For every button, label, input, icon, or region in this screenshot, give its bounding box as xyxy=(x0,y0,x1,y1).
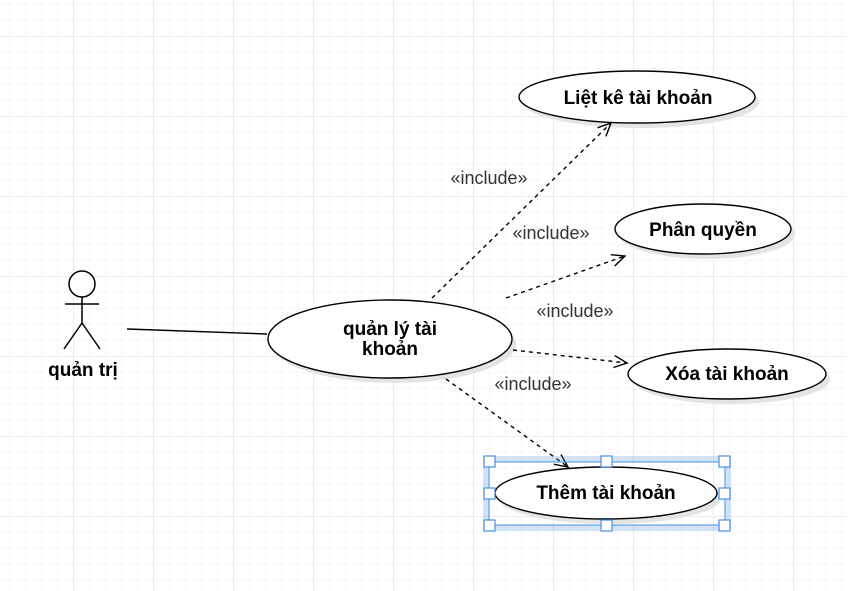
resize-handle-nw[interactable] xyxy=(483,455,496,468)
use-case-label: Liệt kê tài khoản xyxy=(564,88,713,109)
actor-head xyxy=(68,270,96,298)
resize-handle-sw[interactable] xyxy=(483,519,496,532)
use-case-ellipse xyxy=(267,299,513,379)
include-relation-delete[interactable]: «include» xyxy=(512,301,629,369)
include-relation-list[interactable]: «include» xyxy=(431,121,613,299)
resize-handle-se[interactable] xyxy=(718,519,731,532)
use-case-label-line2: khoản xyxy=(362,339,418,360)
dashed-arrow xyxy=(445,378,570,468)
use-case-permissions[interactable]: Phân quyền xyxy=(614,203,795,259)
resize-handle-e[interactable] xyxy=(718,487,731,500)
resize-handle-s[interactable] xyxy=(600,519,613,532)
dashed-arrow xyxy=(505,253,627,299)
dashed-arrow xyxy=(431,121,613,299)
association-line[interactable] xyxy=(126,328,268,335)
use-case-delete-account[interactable]: Xóa tài khoản xyxy=(627,348,830,404)
use-case-label: Thêm tài khoản xyxy=(536,483,675,504)
include-label: «include» xyxy=(450,168,527,188)
use-case-label: Xóa tài khoản xyxy=(665,364,789,385)
resize-handle-ne[interactable] xyxy=(718,455,731,468)
include-label: «include» xyxy=(536,301,613,321)
resize-handles[interactable] xyxy=(483,455,731,532)
resize-handle-w[interactable] xyxy=(483,487,496,500)
use-case-label-line1: quản lý tài xyxy=(343,319,437,340)
use-case-manage-accounts[interactable]: quản lý tài khoản xyxy=(267,299,516,383)
use-case-ellipse xyxy=(518,70,756,124)
dashed-arrow xyxy=(512,349,629,369)
include-relation-permissions[interactable]: «include» xyxy=(505,223,627,299)
use-case-ellipse xyxy=(627,348,827,400)
use-case-add-account[interactable]: Thêm tài khoản xyxy=(494,466,721,524)
actor-left-leg xyxy=(63,322,83,350)
actor-admin[interactable]: quản trị xyxy=(48,270,118,381)
use-case-list-accounts[interactable]: Liệt kê tài khoản xyxy=(518,70,759,128)
use-case-ellipse xyxy=(614,203,792,255)
use-case-label: Phân quyền xyxy=(649,220,757,241)
actor-label: quản trị xyxy=(48,360,118,381)
resize-handle-n[interactable] xyxy=(600,455,613,468)
include-relation-add[interactable]: «include» xyxy=(445,374,572,468)
include-label: «include» xyxy=(494,374,571,394)
actor-right-leg xyxy=(81,322,101,350)
include-label: «include» xyxy=(512,223,589,243)
